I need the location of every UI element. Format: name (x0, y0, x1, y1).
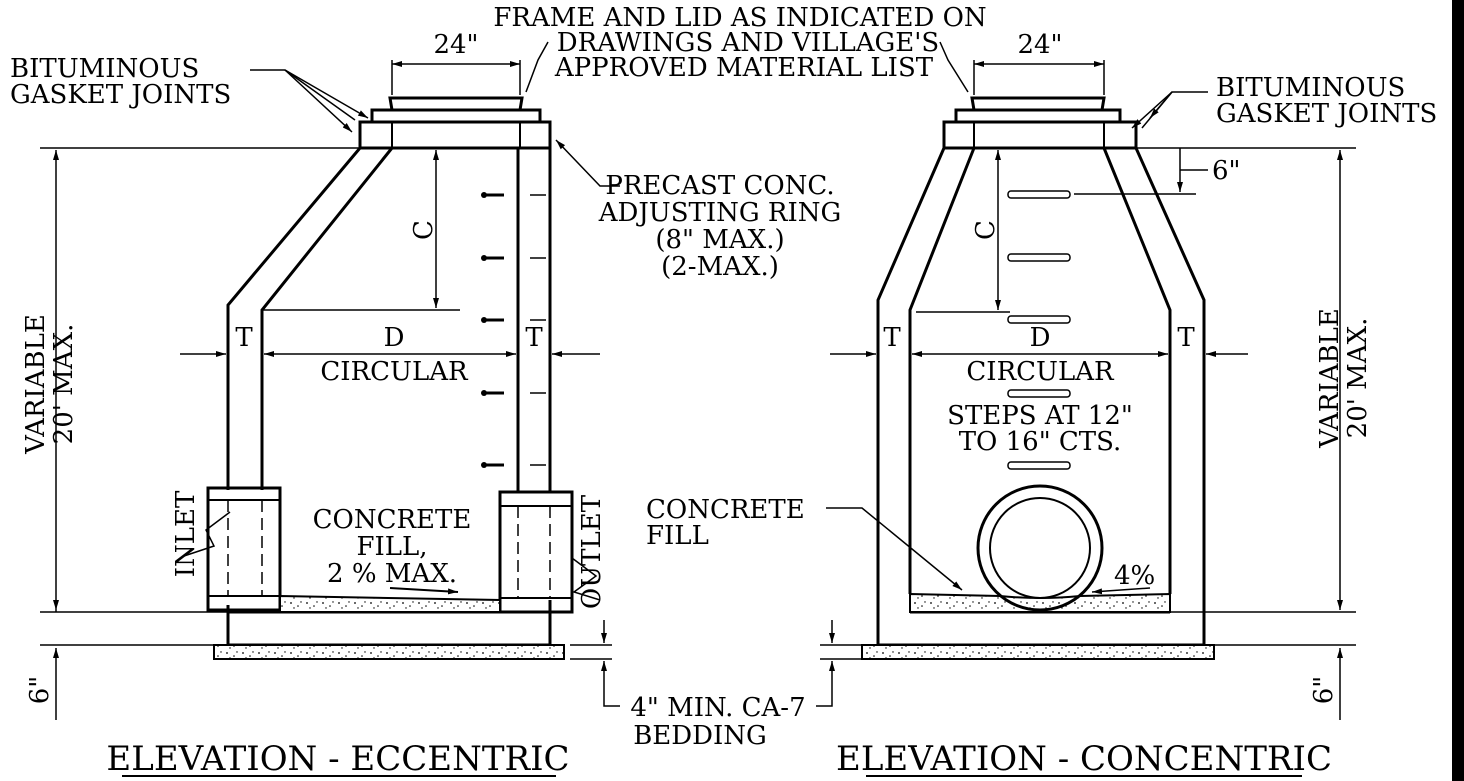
variable-left-2: 20' MAX. (49, 324, 79, 445)
dim-c-right: C (971, 220, 1001, 240)
outlet-pipe-circle-outer (976, 484, 1104, 612)
concrete-fill-left (279, 594, 501, 613)
precast-note-2: ADJUSTING RING (598, 198, 842, 228)
concrete-fill-right-2: FILL (646, 521, 709, 551)
bedding-note-1: 4" MIN. CA-7 (630, 693, 805, 723)
sheet-border (1452, 0, 1464, 781)
concentric-elevation (816, 41, 1356, 720)
bituminous-right-2: GASKET JOINTS (1216, 99, 1437, 129)
concrete-fill-right (909, 592, 1171, 613)
frame-lid-note-3: APPROVED MATERIAL LIST (554, 53, 934, 83)
title-concentric: ELEVATION - CONCENTRIC (836, 739, 1332, 779)
bituminous-left-2: GASKET JOINTS (10, 80, 231, 110)
dim-d-left: D (384, 323, 405, 353)
bedding-left (213, 644, 565, 660)
concrete-fill-right-1: CONCRETE (646, 495, 805, 525)
dim-24-left: 24" (433, 30, 478, 60)
four-percent: 4% (1114, 561, 1155, 591)
dim-t-left-a: T (235, 323, 253, 353)
precast-note-1: PRECAST CONC. (605, 171, 834, 201)
eccentric-elevation (40, 41, 620, 720)
title-eccentric: ELEVATION - ECCENTRIC (106, 739, 569, 779)
inlet-pipe (206, 486, 282, 612)
frame-lid-note-1: FRAME AND LID AS INDICATED ON (493, 3, 986, 33)
variable-right-2: 20' MAX. (1343, 318, 1373, 439)
six-inch-bottom-left: 6" (25, 676, 55, 705)
frame-lid-note-2: DRAWINGS AND VILLAGE'S (557, 28, 939, 58)
outlet-label: OUTLET (577, 494, 607, 609)
bedding-note-2: BEDDING (633, 721, 767, 751)
steps-left (481, 192, 546, 468)
precast-note-4: (2-MAX.) (661, 252, 779, 282)
variable-left-1: VARIABLE (21, 314, 51, 455)
dim-t-right-b: T (1177, 323, 1195, 353)
circular-left: CIRCULAR (320, 357, 469, 387)
dim-t-left-b: T (525, 323, 543, 353)
dim-24-right: 24" (1017, 30, 1062, 60)
precast-note-3: (8" MAX.) (655, 225, 784, 255)
adjusting-ring-left (358, 120, 552, 150)
steps-right (1007, 190, 1071, 470)
outlet-pipe-circle-inner (989, 497, 1091, 599)
six-inch-bottom-right: 6" (1309, 676, 1339, 705)
six-inch-top: 6" (1212, 156, 1241, 186)
bituminous-right-1: BITUMINOUS (1216, 73, 1405, 103)
frame-lid-right (954, 96, 1122, 124)
variable-right-1: VARIABLE (1315, 308, 1345, 449)
inlet-label: INLET (171, 490, 201, 577)
dim-c-left: C (409, 220, 439, 240)
adjusting-ring-right (942, 120, 1138, 150)
concrete-fill-left-1: CONCRETE (313, 505, 472, 535)
dim-d-right: D (1030, 323, 1051, 353)
steps-note-1: STEPS AT 12" (947, 401, 1133, 431)
concrete-fill-left-3: 2 % MAX. (327, 559, 457, 589)
circular-right: CIRCULAR (966, 357, 1115, 387)
steps-note-2: TO 16" CTS. (959, 427, 1122, 457)
dim-t-right-a: T (883, 323, 901, 353)
bituminous-left-1: BITUMINOUS (10, 54, 199, 84)
outlet-pipe (498, 490, 574, 614)
bedding-right (861, 644, 1215, 660)
frame-lid-left (370, 96, 542, 124)
concrete-fill-left-2: FILL, (356, 532, 427, 562)
